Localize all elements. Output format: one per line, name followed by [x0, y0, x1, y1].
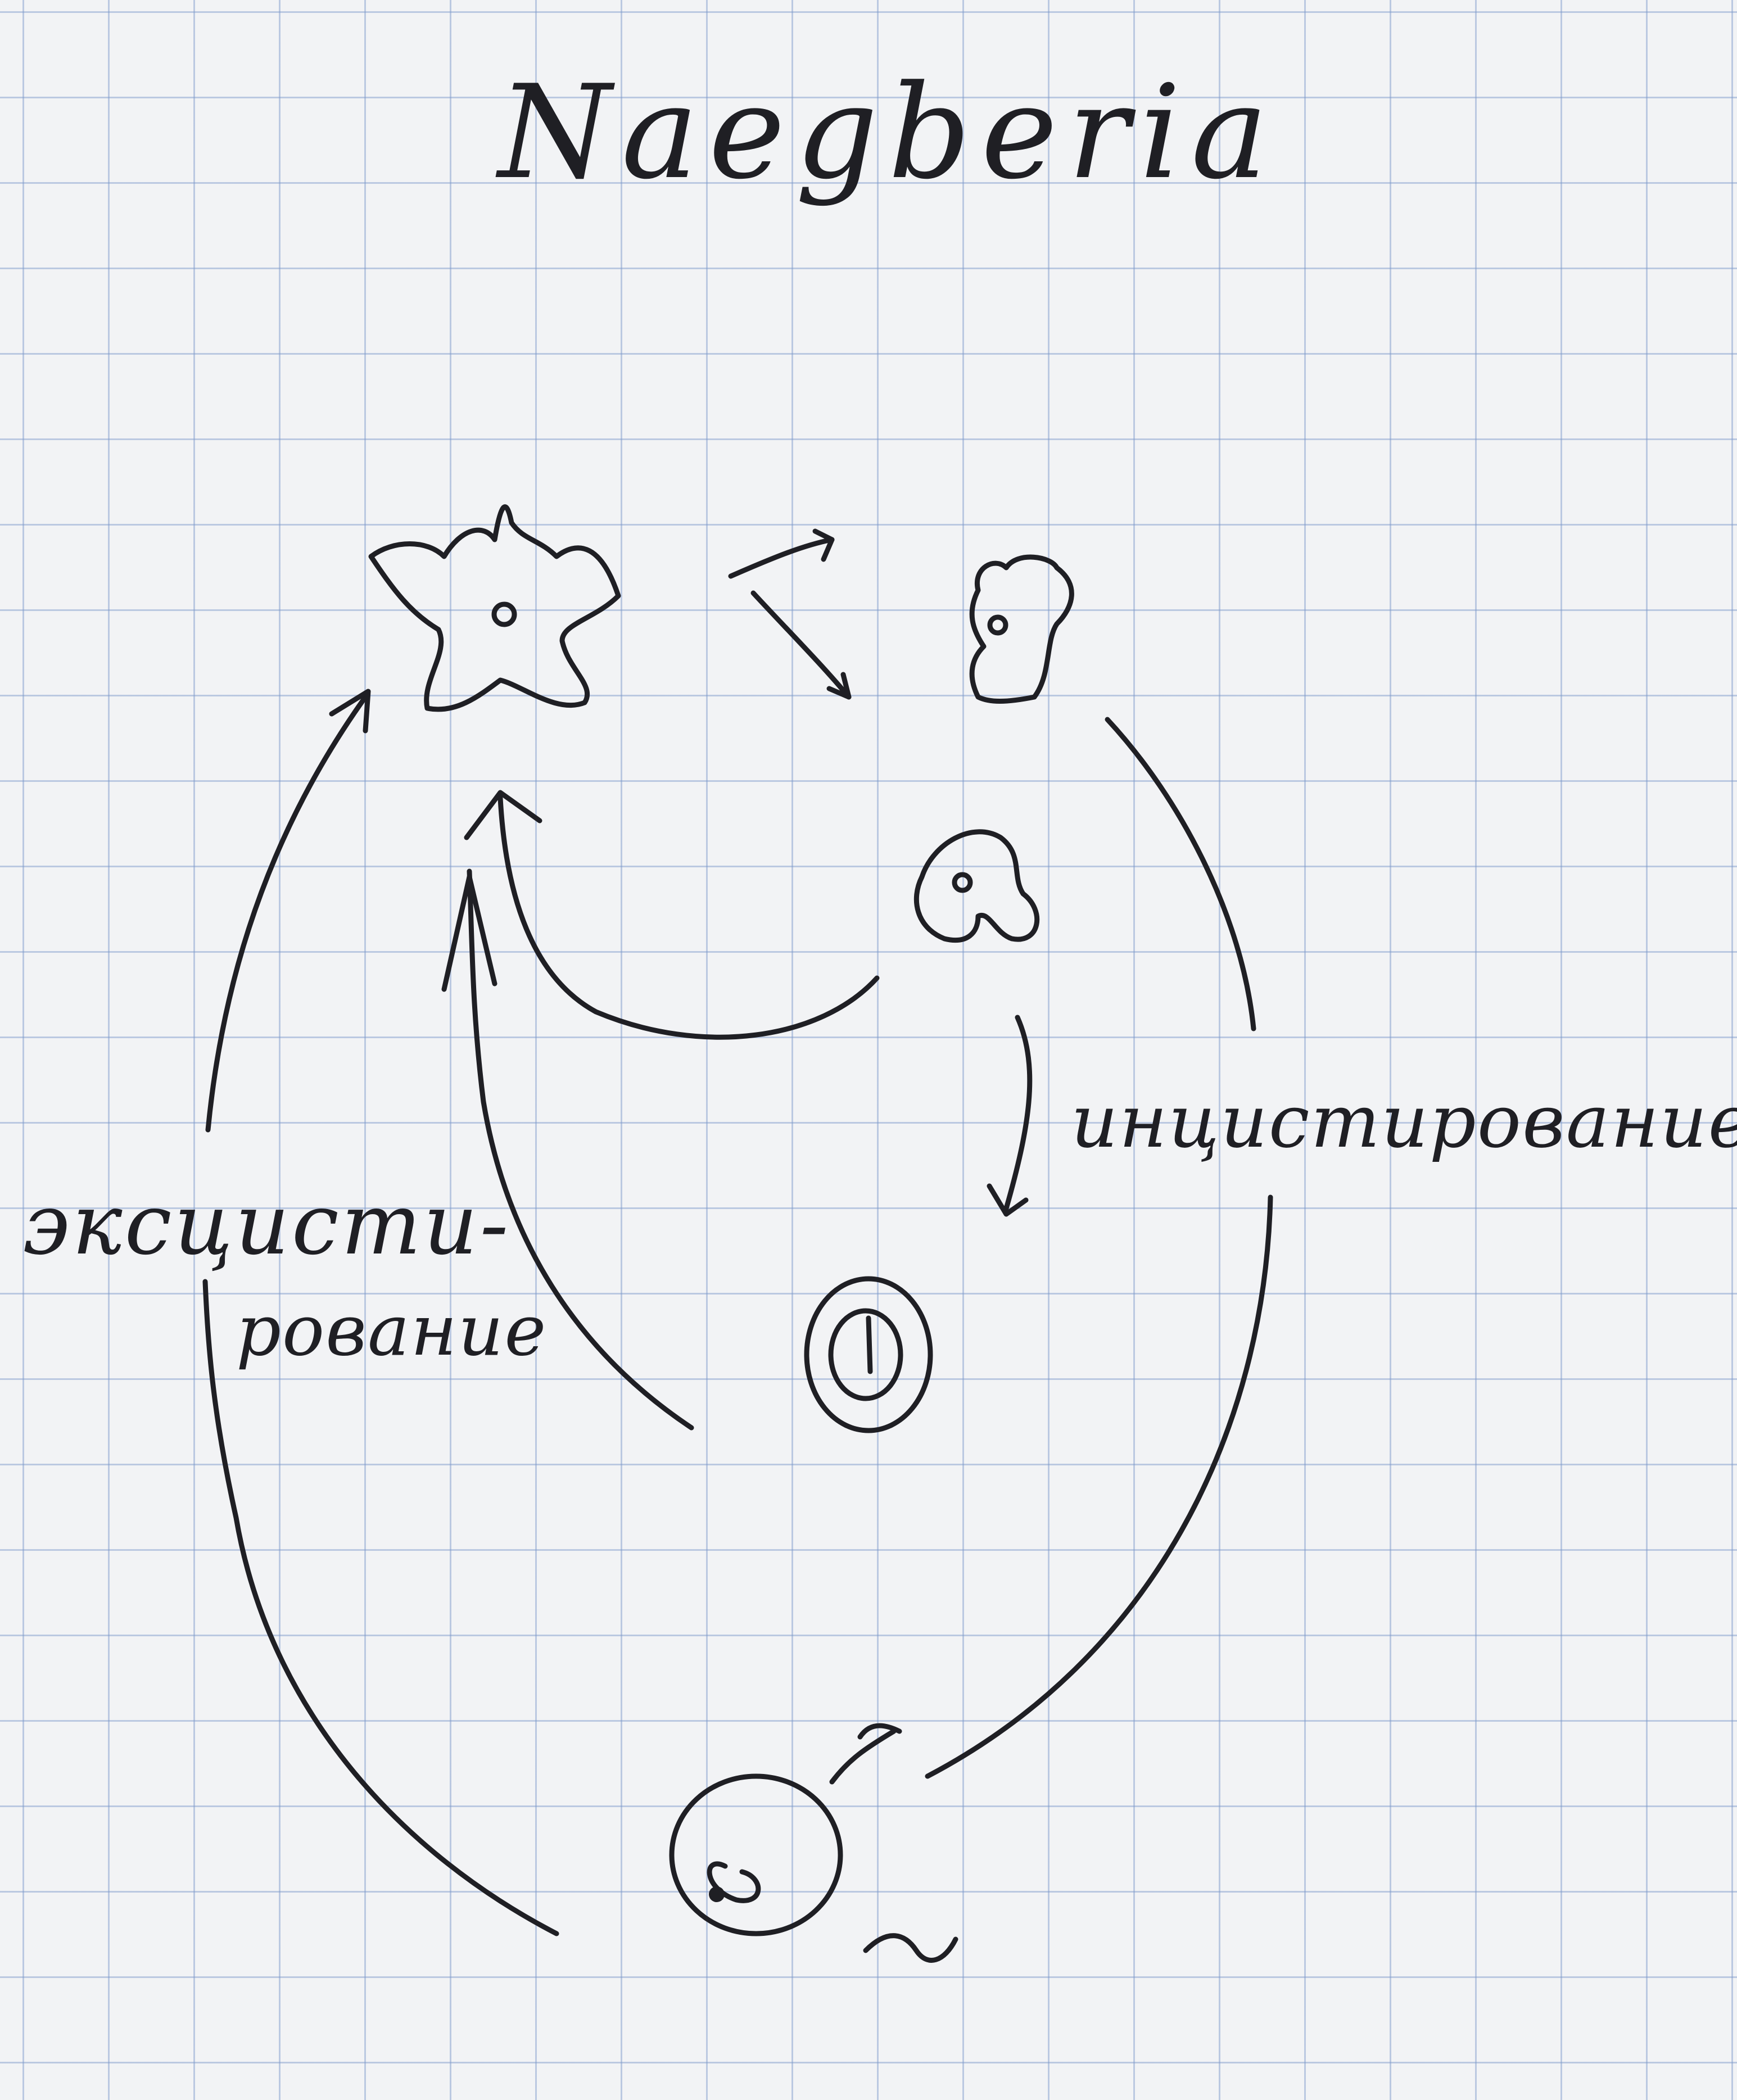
diagram-title: Naegberia [495, 58, 1278, 208]
arrow-encystation-outer [829, 717, 1273, 1785]
rounded-cell [913, 829, 1040, 943]
arrow-divide [728, 528, 852, 700]
label-excystation-line1: эксцисти- [22, 1176, 510, 1274]
small-cyst [804, 1276, 933, 1433]
label-excystation-line2: рование [236, 1290, 547, 1372]
arrow-return-rounded [464, 790, 880, 1040]
arrow-excystation-outer [202, 689, 559, 1936]
arrow-to-small-cyst [987, 1015, 1033, 1217]
dividing-cell [969, 554, 1074, 704]
label-encystation: инцистирование [1071, 1079, 1737, 1164]
arrow-excystation-inner [441, 868, 694, 1431]
amoeboid-cell [368, 504, 621, 712]
large-cyst [669, 1773, 958, 1963]
